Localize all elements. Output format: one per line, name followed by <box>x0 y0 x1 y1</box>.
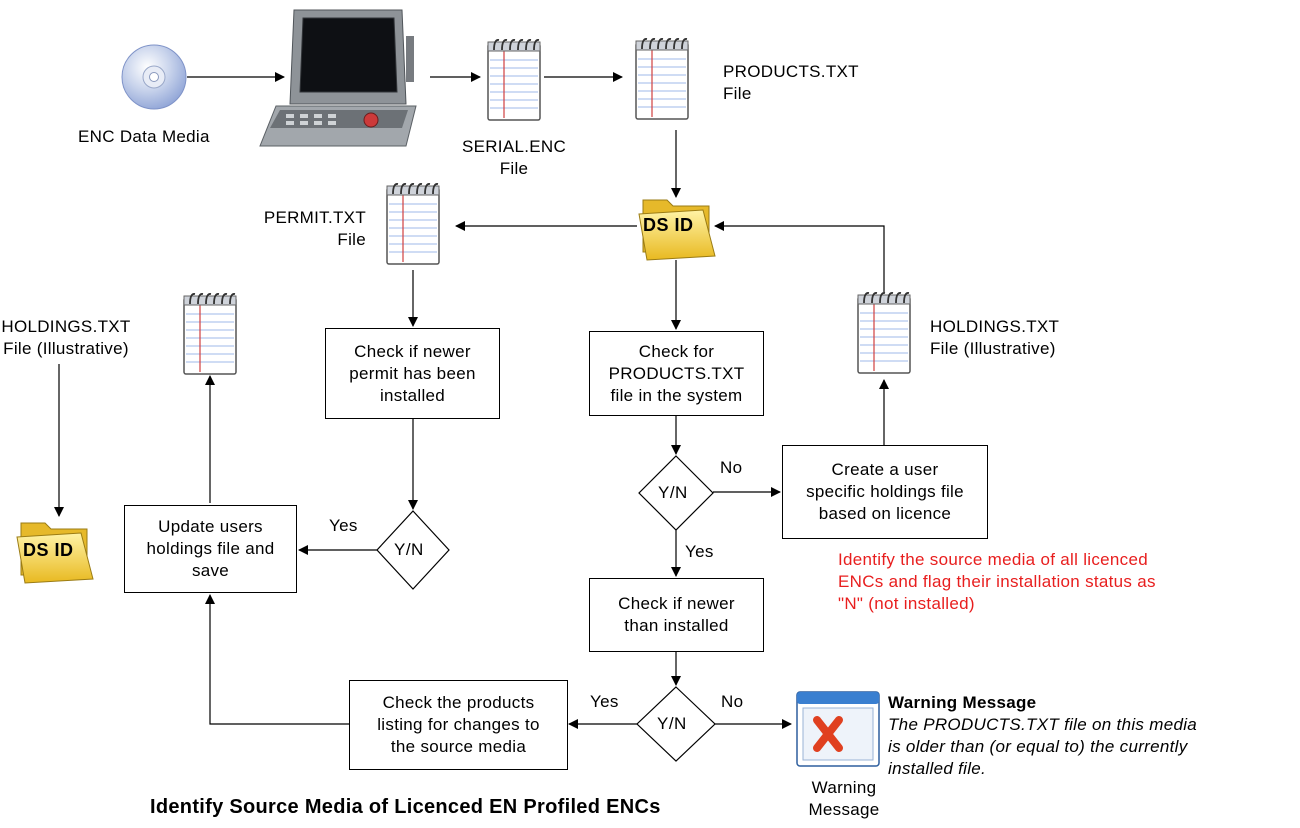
ds-id-folder-left-icon <box>16 522 94 584</box>
holdings-left-file-icon <box>183 293 237 375</box>
holdings-right-file-icon <box>857 292 911 374</box>
permit-txt-file-icon <box>386 183 440 265</box>
ds-id-label-center: DS ID <box>643 215 694 235</box>
warning-window-icon <box>796 691 880 767</box>
decision-diamond-permit <box>376 510 450 590</box>
licence-status-note: Identify the source media of all licence… <box>838 550 1156 613</box>
ds-id-folder-icon <box>638 199 716 261</box>
decision-diamond-products <box>638 455 714 531</box>
yes-label-products: Yes <box>685 542 714 561</box>
enc-data-media-label: ENC Data Media <box>78 127 210 146</box>
decision-permit-label: Y/N <box>394 540 424 559</box>
decision-newer-label: Y/N <box>657 714 687 733</box>
no-label-products: No <box>720 458 743 477</box>
decision-products-label: Y/N <box>658 483 688 502</box>
yes-label-newer: Yes <box>590 692 619 711</box>
decision-diamond-newer <box>636 686 716 762</box>
cd-icon <box>121 44 187 110</box>
products-txt-file-icon <box>635 38 689 120</box>
serial-enc-file-icon <box>487 39 541 121</box>
no-label-newer: No <box>721 692 744 711</box>
ecdis-terminal-icon <box>259 9 417 147</box>
ds-id-label-left: DS ID <box>23 540 74 560</box>
yes-label-permit: Yes <box>329 516 358 535</box>
diagram-title: Identify Source Media of Licenced EN Pro… <box>150 796 661 818</box>
warning-message-text: Warning Message The PRODUCTS.TXT file on… <box>888 693 1198 778</box>
